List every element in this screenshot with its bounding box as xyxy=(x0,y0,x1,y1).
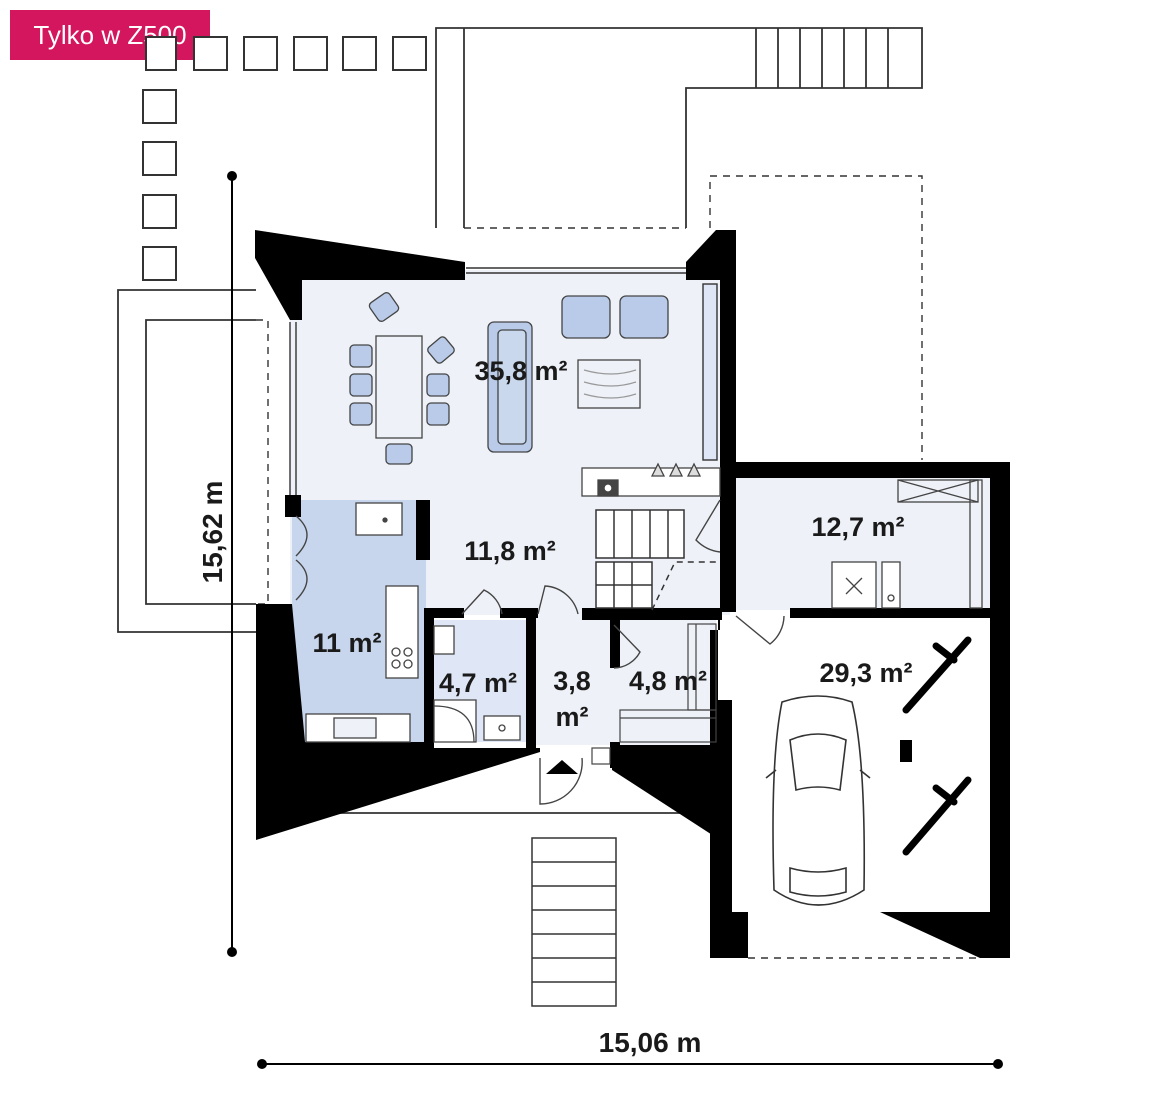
width-label: 15,06 m xyxy=(599,1027,702,1058)
fireplace xyxy=(581,462,721,497)
car xyxy=(765,695,871,906)
wall-entry-right xyxy=(610,742,620,768)
product-badge: Tylko w Z500 xyxy=(10,10,210,60)
wall-bath-divider xyxy=(424,608,434,748)
room-area-wardrobe: 4,8 m² xyxy=(629,666,707,696)
entry-mat xyxy=(591,747,611,765)
walls xyxy=(255,230,1010,958)
room-area-bathroom: 4,7 m² xyxy=(439,668,517,698)
doors xyxy=(461,499,785,805)
wall-top-left xyxy=(255,230,465,320)
wall-hall-bottom-a xyxy=(300,742,430,748)
wall-bottom-left xyxy=(256,604,540,840)
room-area-utility: 12,7 m² xyxy=(811,512,904,542)
kitchen-door xyxy=(295,515,308,601)
wall-bath-top-b xyxy=(500,608,538,618)
kitchen-fixtures xyxy=(305,502,419,743)
wall-utility-bottom xyxy=(790,608,990,618)
room-area-kitchen: 11 m² xyxy=(312,628,381,658)
garage-door-marker xyxy=(748,912,878,916)
wall-wardrobe-left xyxy=(610,608,620,668)
terrace-outline xyxy=(117,27,923,814)
room-area-vestibule-top: 3,8 xyxy=(553,666,591,696)
floor-vestibule xyxy=(528,615,612,745)
windows xyxy=(289,267,718,495)
bathroom-fixtures xyxy=(433,625,521,743)
wall-kitchen-pier xyxy=(416,500,430,560)
dining-set xyxy=(349,292,455,465)
wall-bottom-right xyxy=(612,745,720,840)
dimension-width xyxy=(257,1059,1003,1069)
room-area-vestibule-bottom: m² xyxy=(556,702,589,732)
wall-top-right xyxy=(686,230,736,462)
motorcycle-top xyxy=(902,636,972,714)
sofa xyxy=(487,295,669,453)
room-area-hall: 11,8 m² xyxy=(464,536,556,566)
utility-fixtures xyxy=(831,479,983,609)
depth-label: 15,62 m xyxy=(197,481,228,584)
wardrobe-shelves xyxy=(619,623,717,743)
entrance-arrow xyxy=(546,760,578,774)
room-area-living: 35,8 m² xyxy=(474,356,567,386)
motorcycle-bottom xyxy=(902,776,972,856)
wall-vest-left xyxy=(526,608,536,748)
stepping-stones xyxy=(142,36,427,281)
room-area-garage: 29,3 m² xyxy=(819,658,912,688)
staircase xyxy=(595,509,718,611)
wall-left-pier xyxy=(285,495,301,517)
garage-pillar xyxy=(900,740,912,762)
wall-bath-top xyxy=(424,608,464,618)
dimension-depth xyxy=(227,171,237,957)
entry-stairs xyxy=(531,837,617,1007)
coffee-table xyxy=(577,359,641,409)
